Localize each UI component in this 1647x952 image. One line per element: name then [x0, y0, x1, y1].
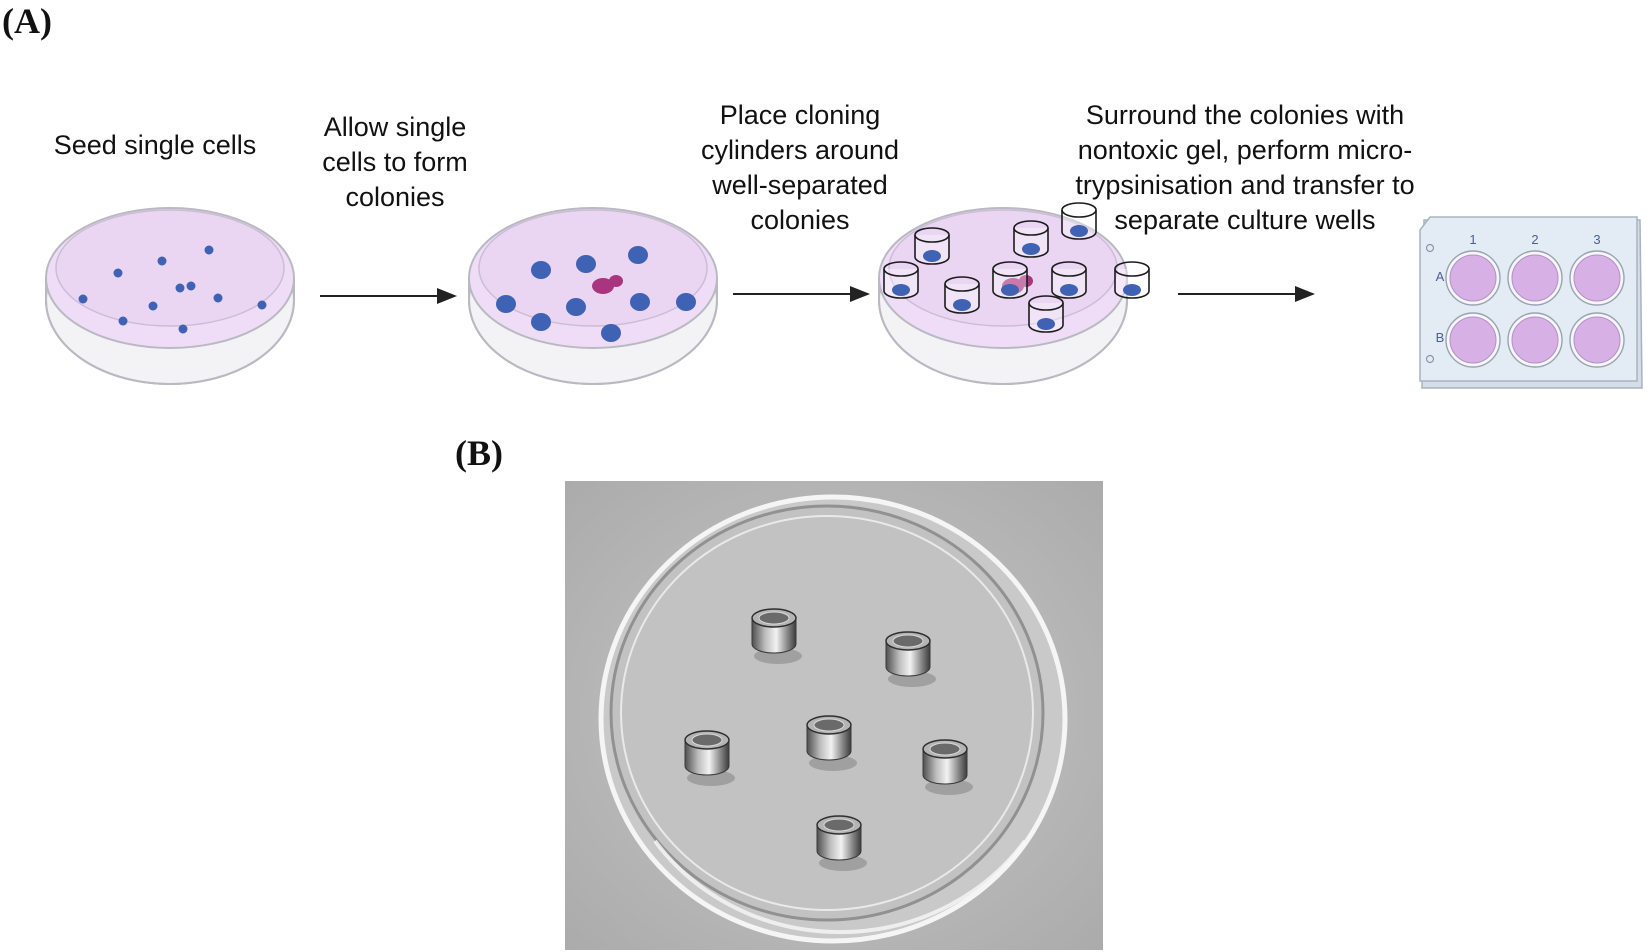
plate-wells	[1445, 250, 1625, 368]
cylinder-1	[1061, 202, 1097, 240]
cylinder-6	[1051, 261, 1087, 299]
cylinder-7	[1114, 261, 1150, 299]
well-2	[1507, 250, 1563, 306]
petri-dish-colonies	[468, 207, 718, 385]
plate-col-1: 1	[1469, 232, 1476, 247]
plate-row-b: B	[1436, 330, 1445, 345]
metal-ring-3	[684, 730, 735, 786]
well-5	[1507, 312, 1563, 368]
six-well-plate: 1 2 3 A B	[1419, 216, 1643, 389]
cylinder-4	[883, 261, 919, 299]
cylinder-8	[944, 276, 980, 314]
step-3-text: Place cloning cylinders around well-sepa…	[700, 100, 900, 235]
well-4	[1445, 312, 1501, 368]
well-1	[1445, 250, 1501, 306]
cylinder-3	[914, 227, 950, 265]
plate-col-3: 3	[1593, 232, 1600, 247]
mixed-colony	[592, 275, 623, 294]
step-4-text: Surround the colonies with nontoxic gel,…	[1075, 100, 1415, 235]
single-cells	[78, 245, 267, 334]
metal-ring-2	[885, 631, 936, 687]
metal-ring-1	[751, 608, 802, 664]
petri-dish-cylinders	[878, 202, 1150, 385]
panel-b-label: (B)	[455, 433, 503, 473]
cylinder-5	[992, 261, 1028, 299]
petri-dish-photo	[565, 481, 1103, 950]
plate-col-2: 2	[1531, 232, 1538, 247]
step-2-text: Allow single cells to form colonies	[322, 112, 468, 212]
metal-ring-5	[922, 739, 973, 795]
plate-row-a: A	[1436, 269, 1445, 284]
step-1-text: Seed single cells	[53, 130, 257, 160]
metal-ring-6	[816, 815, 867, 871]
cloning-cylinders	[883, 202, 1150, 333]
cylinder-9	[1028, 295, 1064, 333]
colonies	[496, 246, 696, 342]
workflow-diagram: 1 2 3 A B	[45, 202, 1643, 389]
well-3	[1569, 250, 1625, 306]
panel-a-label: (A)	[2, 1, 52, 41]
cylinder-2	[1013, 220, 1049, 258]
metal-ring-4	[806, 715, 857, 771]
petri-dish-seeded	[45, 207, 295, 385]
well-6	[1569, 312, 1625, 368]
metal-cloning-cylinders	[684, 608, 973, 871]
